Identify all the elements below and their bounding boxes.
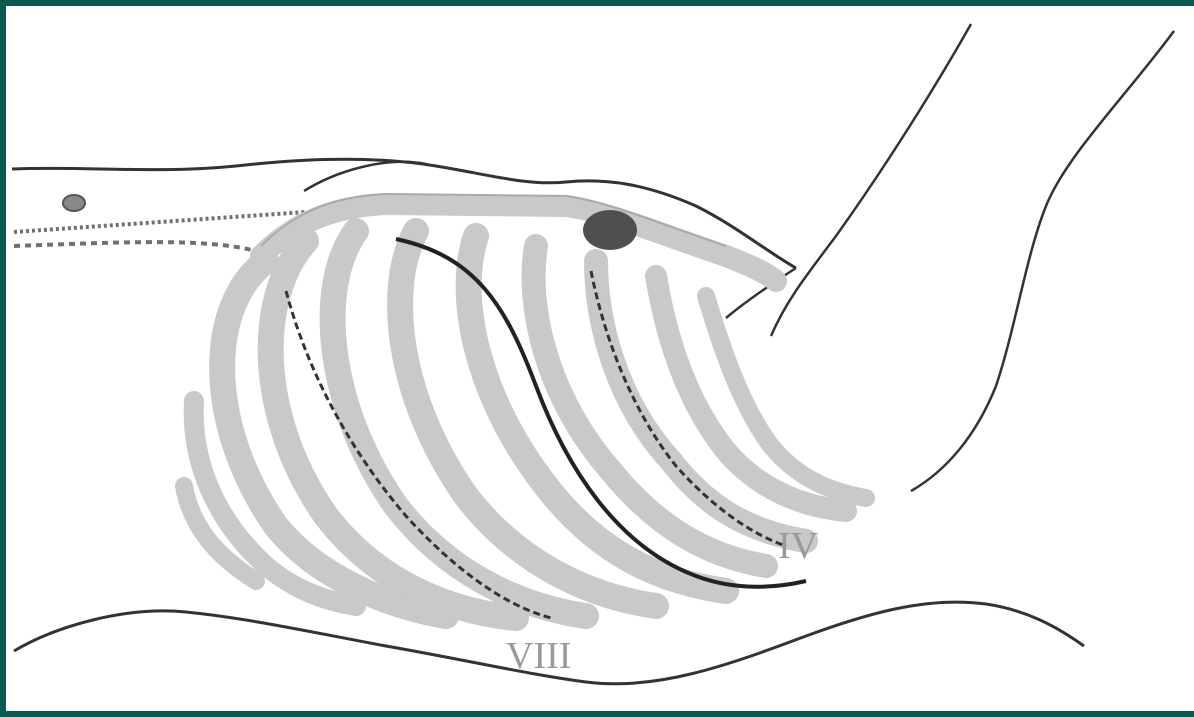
rib-label-iv: IV [778, 525, 819, 567]
foreleg-back-outline [911, 31, 1174, 491]
landmark-small-circle [63, 195, 85, 211]
vertebral-dotted-line-lower [14, 242, 256, 251]
foreleg-front-outline [771, 24, 971, 336]
dark-landmark-mass [583, 210, 637, 250]
thorax-rib-illustration: IV VIII [6, 6, 1194, 717]
rib-label-viii: VIII [506, 635, 571, 677]
scapula-outline [304, 162, 426, 191]
